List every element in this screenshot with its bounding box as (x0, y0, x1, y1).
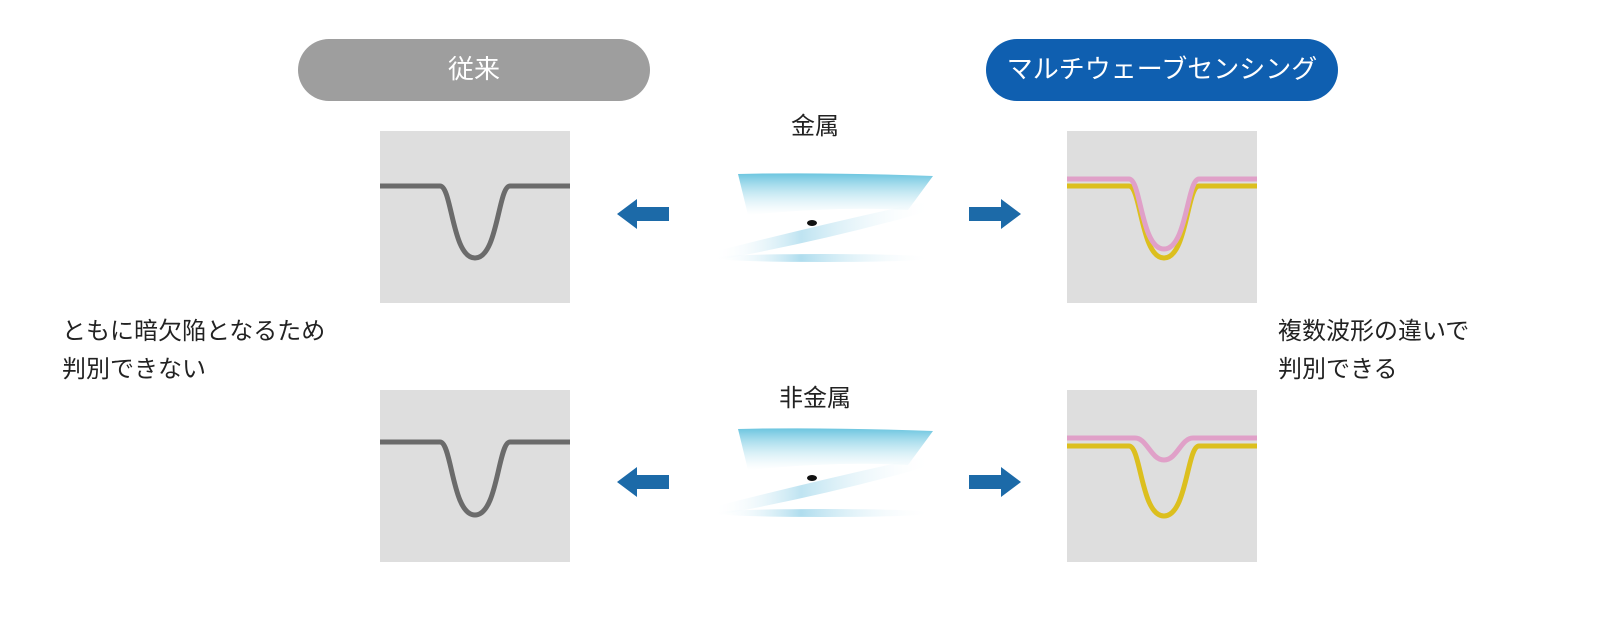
conventional-caption-line2: 判別できない (62, 355, 206, 383)
multiwave-nonmetal-waveform-panel (1067, 390, 1257, 562)
multiwave-caption-line1: 複数波形の違いで (1278, 317, 1470, 345)
arrow-left-icon (617, 467, 669, 497)
conventional-caption: ともに暗欠陥となるため 判別できない (62, 312, 382, 388)
multiwave-sensing-pill: マルチウェーブセンシング (986, 39, 1338, 101)
gray-waveform (380, 439, 570, 518)
multiwave-caption: 複数波形の違いで 判別できる (1278, 312, 1578, 388)
dual-waveform (1067, 435, 1257, 519)
conventional-pill: 従来 (298, 39, 650, 101)
pink-waveform (1067, 176, 1257, 252)
metal-defect-illustration (713, 173, 933, 262)
arrow-right-icon (969, 199, 1021, 229)
conventional-caption-line1: ともに暗欠陥となるため (62, 317, 326, 345)
conventional-metal-waveform-panel (380, 131, 570, 303)
dual-waveform (1067, 176, 1257, 261)
multiwave-caption-line2: 判別できる (1278, 355, 1398, 383)
gray-waveform (380, 183, 570, 261)
yellow-waveform (1067, 443, 1257, 519)
arrow-right-icon (969, 467, 1021, 497)
multiwave-metal-waveform-panel (1067, 131, 1257, 303)
conventional-nonmetal-waveform-panel (380, 390, 570, 562)
arrow-left-icon (617, 199, 669, 229)
metal-label: 金属 (791, 112, 839, 140)
nonmetal-defect-illustration (713, 428, 933, 517)
pink-waveform (1067, 435, 1257, 463)
nonmetal-label: 非金属 (779, 384, 851, 412)
